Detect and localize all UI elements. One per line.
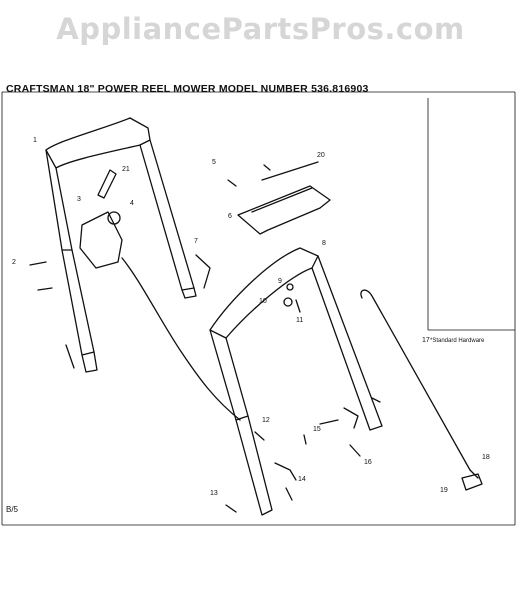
callout-9: 9 <box>278 278 282 285</box>
callout-14: 14 <box>298 476 306 483</box>
callout-1: 1 <box>33 137 37 144</box>
callout-8: 8 <box>322 240 326 247</box>
callout-16: 16 <box>364 459 372 466</box>
callout-19: 19 <box>440 487 448 494</box>
callout-13: 13 <box>210 490 218 497</box>
upper-handle-part <box>45 117 197 373</box>
throttle-cable <box>121 257 241 421</box>
callout-18: 18 <box>482 454 490 461</box>
callout-17: 17 <box>422 337 430 344</box>
callout-2: 2 <box>12 259 16 266</box>
page-code: B/5 <box>6 505 19 514</box>
callout-20: 20 <box>317 152 325 159</box>
rod-end-part <box>461 473 483 491</box>
callout-4: 4 <box>130 200 134 207</box>
callout-10: 10 <box>259 298 267 305</box>
lower-handle-part <box>209 247 383 516</box>
watermark: AppliancePartsPros.com <box>56 12 465 46</box>
callout-5: 5 <box>212 159 216 166</box>
callout-15: 15 <box>313 426 321 433</box>
deflector-part <box>237 161 331 235</box>
control-rod-part <box>360 289 479 479</box>
hardware-note: *Standard Hardware <box>430 338 485 344</box>
callout-11: 11 <box>296 317 303 324</box>
callout-3: 3 <box>77 196 81 203</box>
callout-7: 7 <box>194 238 198 245</box>
callout-12: 12 <box>262 417 270 424</box>
callout-6: 6 <box>228 213 232 220</box>
hardware-parts <box>29 164 381 513</box>
control-housing-part <box>79 169 123 269</box>
callout-21: 21 <box>122 166 130 173</box>
